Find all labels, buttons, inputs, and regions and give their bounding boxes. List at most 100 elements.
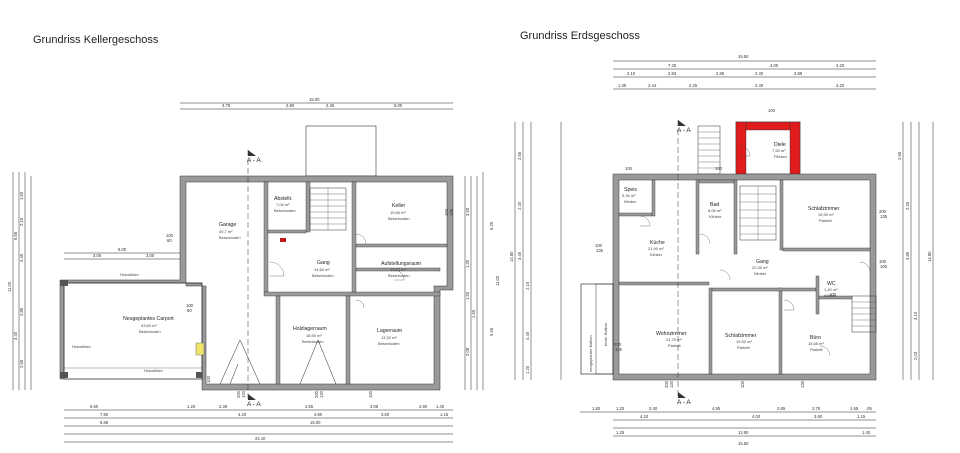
svg-text:4.20: 4.20 xyxy=(238,412,247,417)
svg-text:2.25: 2.25 xyxy=(689,83,698,88)
svg-text:2.65: 2.65 xyxy=(777,406,786,411)
svg-text:8,06 m²: 8,06 m² xyxy=(708,208,722,213)
svg-text:15.50: 15.50 xyxy=(738,441,749,446)
svg-text:19,50 m²: 19,50 m² xyxy=(390,210,406,215)
svg-text:3.08: 3.08 xyxy=(370,404,379,409)
svg-text:Schlafzimmer: Schlafzimmer xyxy=(725,333,757,339)
svg-text:2.25: 2.25 xyxy=(905,201,910,210)
svg-text:Holzlagerraum: Holzlagerraum xyxy=(293,326,327,332)
svg-text:11.00: 11.00 xyxy=(495,275,500,286)
svg-text:7,53 m²: 7,53 m² xyxy=(772,148,786,153)
svg-text:135: 135 xyxy=(449,208,454,216)
svg-text:4.80: 4.80 xyxy=(314,412,323,417)
carport-post-label: Holzstütze xyxy=(120,272,139,277)
svg-text:12.90: 12.90 xyxy=(738,430,749,435)
svg-text:4.20: 4.20 xyxy=(836,63,845,68)
svg-text:15,65 m²: 15,65 m² xyxy=(808,341,824,346)
svg-text:200: 200 xyxy=(664,380,669,388)
svg-text:Parkett: Parkett xyxy=(737,345,751,350)
svg-text:2.93: 2.93 xyxy=(668,71,677,76)
svg-text:3.00: 3.00 xyxy=(146,253,155,258)
erd-opening-labels: 100 135 200 135 200 135 100 100 100 100 … xyxy=(595,108,888,388)
carport-post xyxy=(196,372,202,378)
svg-text:4.00: 4.00 xyxy=(752,414,761,419)
svg-text:100: 100 xyxy=(768,108,776,113)
keller-room-aufstell: Aufstellungsraum 13,73 m² Betonboden xyxy=(381,261,421,278)
svg-text:2.45: 2.45 xyxy=(326,103,335,108)
svg-text:Betonboden: Betonboden xyxy=(139,329,161,334)
svg-text:4.40: 4.40 xyxy=(19,253,24,262)
keller-dimension-lines xyxy=(12,102,484,443)
keller-dimension-texts: 15.00 4.75 2.90 2.45 5.00 6.00 3.05 3.00… xyxy=(7,97,500,441)
svg-text:15.00: 15.00 xyxy=(310,420,321,425)
svg-text:135: 135 xyxy=(596,248,604,253)
svg-text:Abstellr.: Abstellr. xyxy=(274,196,292,202)
svg-text:1.30: 1.30 xyxy=(465,259,470,268)
section-arrow xyxy=(248,394,256,400)
keller-inner-walls xyxy=(263,181,448,385)
svg-text:13,73 m²: 13,73 m² xyxy=(390,267,406,272)
erd-room-schlaf1: Schlafzimmer 19,30 m² Parkett xyxy=(808,206,840,223)
svg-text:2.20: 2.20 xyxy=(517,201,522,210)
svg-text:5.00: 5.00 xyxy=(394,103,403,108)
erd-dimension-lines xyxy=(514,60,934,437)
svg-text:2.40: 2.40 xyxy=(649,406,658,411)
svg-text:1.40: 1.40 xyxy=(436,404,445,409)
svg-text:7.80: 7.80 xyxy=(100,412,109,417)
svg-text:4.85: 4.85 xyxy=(712,406,721,411)
erd-room-schlaf2: Schlafzimmer 19,92 m² Parkett xyxy=(725,333,757,350)
svg-text:Betonboden: Betonboden xyxy=(219,235,241,240)
exterior-stairs xyxy=(851,295,877,333)
svg-text:2.65: 2.65 xyxy=(19,359,24,368)
svg-text:1.20: 1.20 xyxy=(525,365,530,374)
svg-text:4.20: 4.20 xyxy=(640,414,649,419)
svg-text:3.60: 3.60 xyxy=(381,412,390,417)
svg-text:Garage: Garage xyxy=(219,222,236,228)
svg-text:3.40: 3.40 xyxy=(13,331,18,340)
svg-text:100: 100 xyxy=(829,292,837,297)
svg-text:Klinker: Klinker xyxy=(709,214,722,219)
svg-text:2.40: 2.40 xyxy=(755,83,764,88)
svg-text:100: 100 xyxy=(166,233,174,238)
section-arrow xyxy=(248,150,256,156)
keller-room-garage: Garage 49,7 m² Betonboden xyxy=(219,222,241,240)
svg-text:100: 100 xyxy=(880,264,888,269)
svg-text:Parkett: Parkett xyxy=(810,347,824,352)
erd-stairs xyxy=(739,185,777,241)
svg-text:WC: WC xyxy=(827,281,836,287)
svg-text:Keller: Keller xyxy=(392,203,406,209)
section-label: A - A xyxy=(677,127,691,134)
svg-text:120: 120 xyxy=(241,390,246,398)
balcony-existing-label: bestr. Balkon xyxy=(603,323,608,346)
svg-text:Betonboden: Betonboden xyxy=(274,208,296,213)
svg-text:1.20: 1.20 xyxy=(616,406,625,411)
svg-text:Klinker: Klinker xyxy=(624,199,637,204)
svg-text:5.55: 5.55 xyxy=(489,327,494,336)
svg-text:100: 100 xyxy=(625,166,633,171)
carport-post-label: Holzstütze xyxy=(144,368,163,373)
svg-text:4.75: 4.75 xyxy=(222,103,231,108)
svg-text:200: 200 xyxy=(236,390,241,398)
svg-text:100: 100 xyxy=(206,375,211,383)
svg-text:1.20: 1.20 xyxy=(187,404,196,409)
erd-door-swings xyxy=(639,145,871,357)
svg-text:1.55: 1.55 xyxy=(850,406,859,411)
svg-text:3.45: 3.45 xyxy=(517,251,522,260)
erd-room-wc: WC 1,40 m² Klinker xyxy=(824,281,838,298)
svg-text:Betonboden: Betonboden xyxy=(378,341,400,346)
svg-text:3.10: 3.10 xyxy=(913,311,918,320)
svg-text:135: 135 xyxy=(880,214,888,219)
svg-text:60: 60 xyxy=(187,308,192,313)
svg-text:2.65: 2.65 xyxy=(897,151,902,160)
svg-text:Fliesen: Fliesen xyxy=(774,154,787,159)
svg-text:5,34 m²: 5,34 m² xyxy=(622,193,636,198)
erd-room-diele: Diele 7,53 m² Fliesen xyxy=(772,142,787,159)
svg-text:1.50: 1.50 xyxy=(465,291,470,300)
svg-text:4.00: 4.00 xyxy=(770,63,779,68)
svg-text:2.15: 2.15 xyxy=(19,217,24,226)
svg-text:Klinker: Klinker xyxy=(650,252,663,257)
svg-text:135: 135 xyxy=(615,347,623,352)
svg-text:Parkett: Parkett xyxy=(668,343,682,348)
svg-text:43,60 m²: 43,60 m² xyxy=(141,323,157,328)
keller-plan: A - A A - A Garage 49,7 m² Betonboden Ab… xyxy=(7,97,500,443)
